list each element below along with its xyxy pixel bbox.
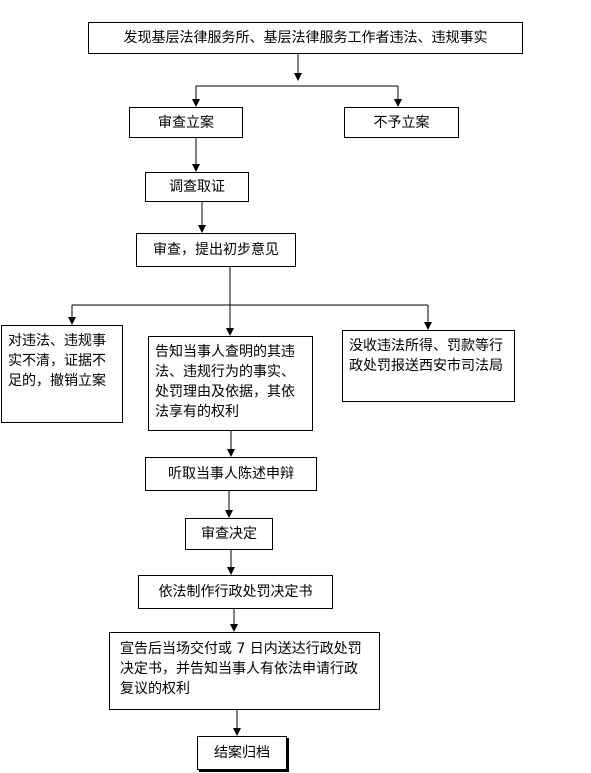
- node-investigate: 调查取证: [145, 172, 249, 202]
- node-reject: 不予立案: [344, 107, 459, 138]
- node-accept: 审查立案: [129, 107, 243, 138]
- node-confiscate: 没收违法所得、罚款等行政处罚报送西安市司法局: [342, 330, 515, 402]
- node-hearing: 听取当事人陈述申辩: [145, 457, 317, 491]
- node-review: 审查，提出初步意见: [136, 233, 296, 267]
- node-notify: 告知当事人查明的其违法、违规行为的事实、处罚理由及依据，其依法享有的权利: [148, 336, 313, 431]
- node-discover: 发现基层法律服务所、基层法律服务工作者违法、违规事实: [88, 22, 523, 54]
- node-decide: 审查决定: [185, 518, 273, 550]
- node-document: 依法制作行政处罚决定书: [138, 575, 333, 609]
- node-deliver: 宣告后当场交付或 7 日内送达行政处罚决定书，并告知当事人有依法申请行政复议的权…: [109, 632, 380, 710]
- node-close: 结案归档: [197, 736, 287, 770]
- node-revoke: 对违法、违规事实不清，证据不足的，撤销立案: [1, 325, 123, 423]
